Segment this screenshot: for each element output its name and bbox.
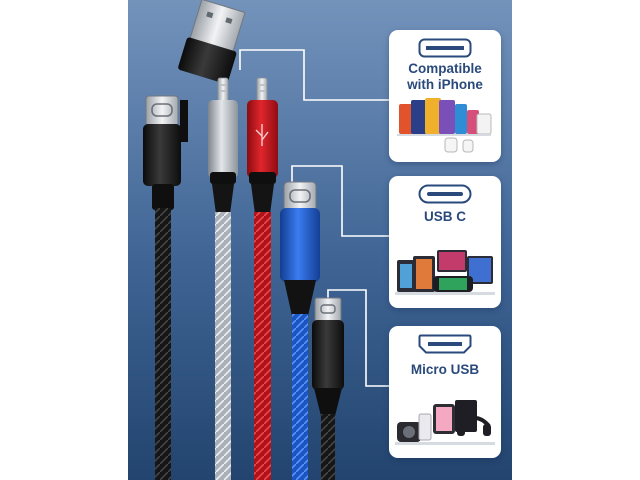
callout-card-usb-c: USB C: [389, 176, 501, 308]
micro-usb-devices: [395, 400, 495, 445]
micro-usb-port-icon: [418, 334, 472, 354]
callout-label-micro-usb: Micro USB: [410, 362, 480, 377]
usb-a-usb-c-cable: [143, 0, 246, 480]
callout-label-iphone: Compatible with iPhone: [407, 61, 483, 92]
callout-card-micro-usb: Micro USB: [389, 326, 501, 458]
lightning-port-icon: [418, 38, 472, 58]
lightning-cable-red: [247, 77, 278, 480]
usb-c-port-icon: [418, 184, 472, 204]
callout-card-iphone: Compatible with iPhone: [389, 30, 501, 162]
usb-c-devices: [395, 250, 495, 295]
iphone-devices: [397, 98, 492, 153]
micro-usb-cable-black: [312, 297, 344, 480]
callout-lines: [239, 49, 389, 387]
callout-label-usb-c: USB C: [423, 209, 466, 224]
usb-c-cable-blue: [280, 181, 320, 480]
lightning-cable-silver: [208, 77, 238, 480]
